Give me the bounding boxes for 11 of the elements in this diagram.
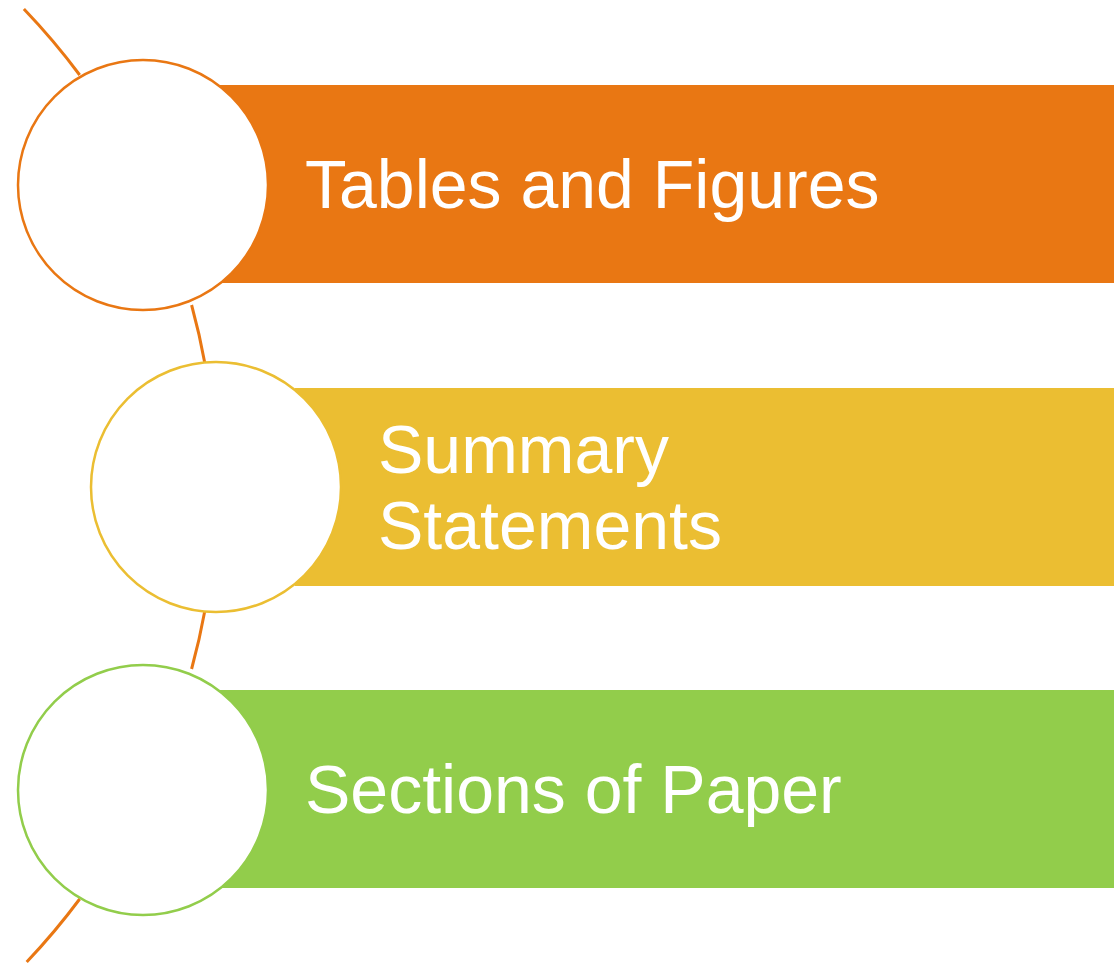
circle-marker: [16, 58, 270, 312]
list-bar: [295, 388, 1114, 586]
connector-line: [25, 898, 81, 963]
bar-label: Sections of Paper: [305, 750, 842, 828]
list-bar: [220, 690, 1114, 888]
bar-label: Tables and Figures: [305, 145, 880, 223]
list-bar: [220, 85, 1114, 283]
bar-label: Summary Statements: [378, 410, 723, 564]
circle-marker: [89, 360, 343, 614]
connector-line: [22, 7, 81, 76]
circle-marker: [16, 663, 270, 917]
